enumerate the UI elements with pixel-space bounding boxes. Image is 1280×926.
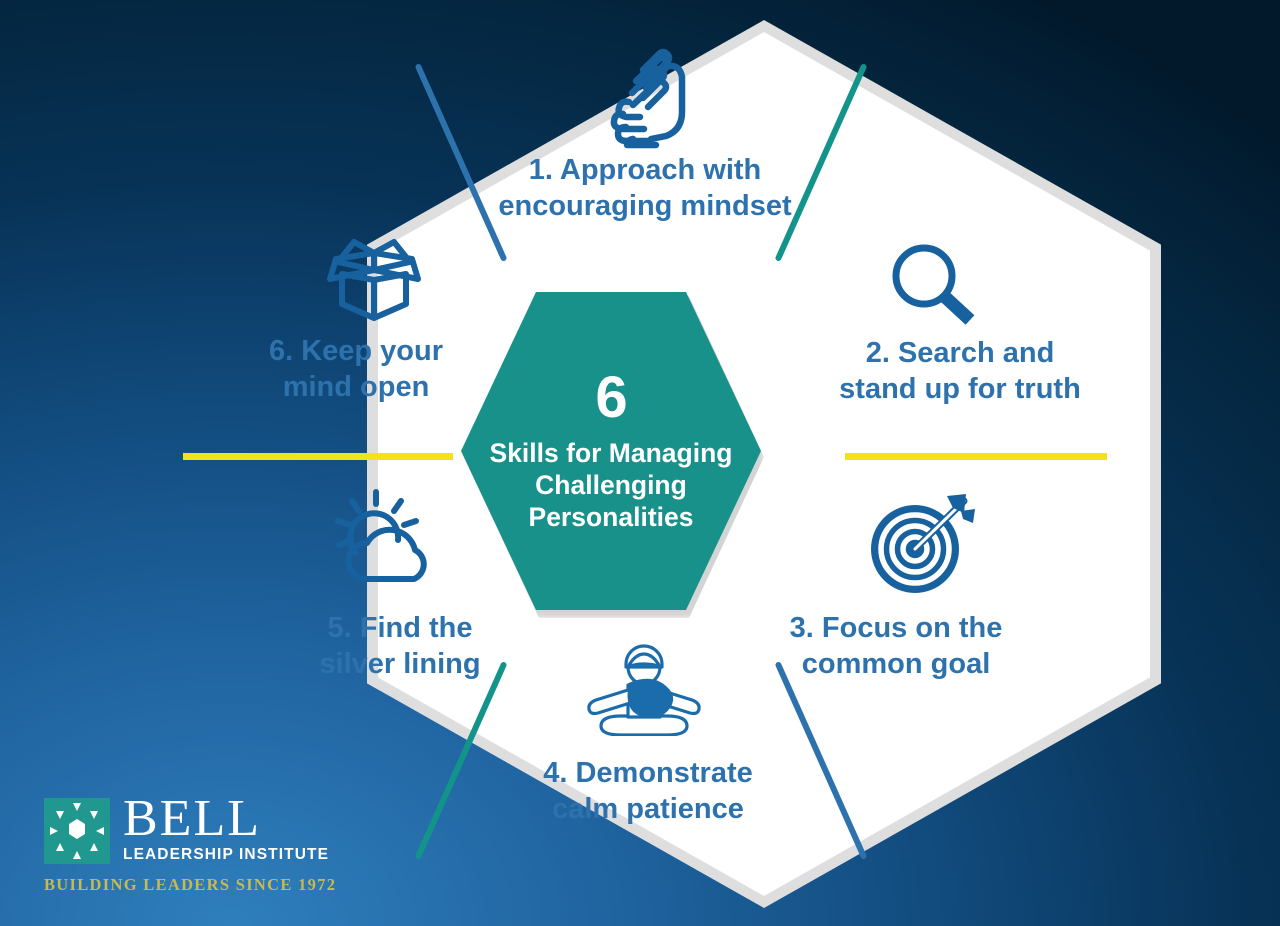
item-label-2: 2. Search and stand up for truth: [839, 337, 1081, 405]
target-arrow-icon: [869, 492, 977, 596]
outer-hexagon-frame: [367, 20, 1161, 908]
center-title: Skills for Managing Challenging Personal…: [489, 437, 733, 533]
center-number: 6: [595, 364, 627, 430]
sun-cloud-icon: [330, 484, 450, 588]
open-box-icon: [318, 226, 430, 324]
clapping-hands-icon: [596, 44, 696, 150]
item-label-3: 3. Focus on the common goal: [789, 612, 1003, 680]
item-label-1: 1. Approach with encouraging mindset: [498, 154, 792, 222]
bell-hexagon-mark-icon: [44, 798, 110, 864]
meditating-person-icon: [578, 630, 710, 737]
item-label-6: 6. Keep your mind open: [268, 335, 444, 403]
magnifying-glass-icon: [886, 240, 982, 332]
bell-leadership-logo: BELL LEADERSHIP INSTITUTE BUILDING LEADE…: [44, 793, 337, 895]
logo-name: BELL: [123, 790, 261, 847]
logo-subtitle: LEADERSHIP INSTITUTE: [123, 845, 330, 863]
logo-tagline: BUILDING LEADERS SINCE 1972: [44, 875, 337, 894]
item-label-5: 5. Find the silver lining: [319, 612, 481, 680]
item-label-4: 4. Demonstrate calm patience: [543, 757, 753, 825]
center-hexagon: 6 Skills for Managing Challenging Person…: [461, 292, 761, 610]
divider-right-yellow: [845, 453, 1107, 460]
divider-left-yellow: [183, 453, 453, 460]
